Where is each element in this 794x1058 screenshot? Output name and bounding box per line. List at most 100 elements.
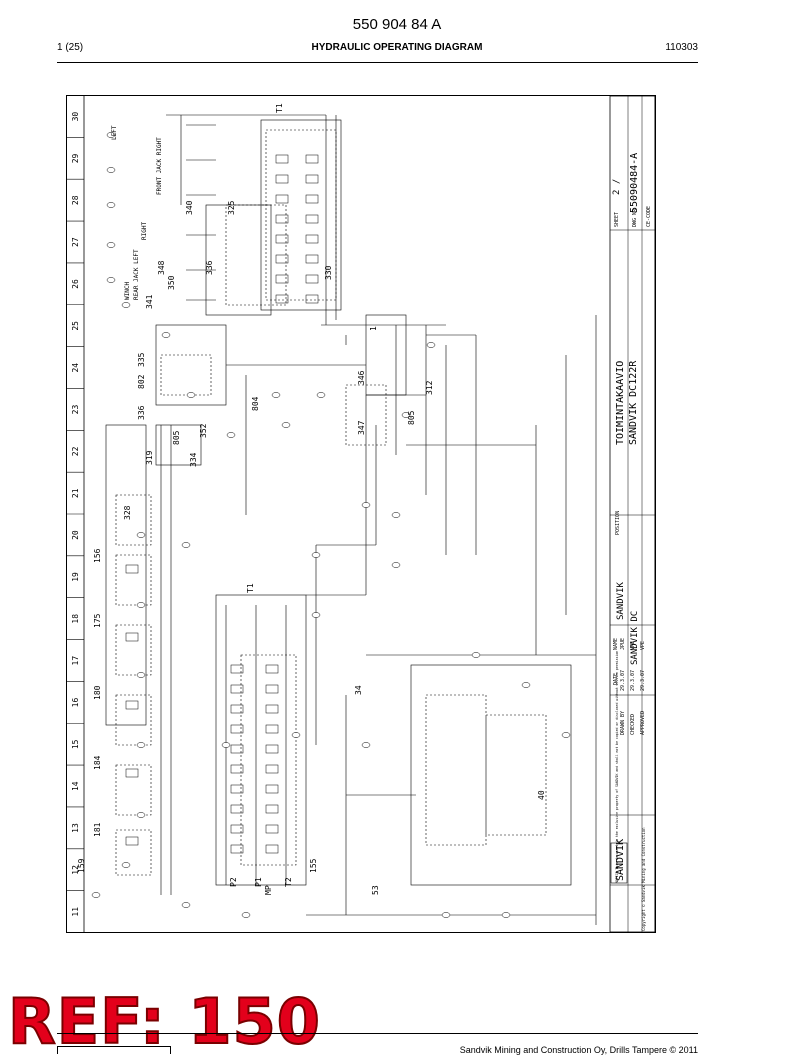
num-184: 184 (93, 755, 102, 770)
line-tag-symbol (106, 277, 116, 283)
valve-symbol (265, 704, 279, 714)
column-label: 24 (71, 363, 80, 373)
label-front-jack-right: FRONT JACK RIGHT (156, 137, 163, 195)
valve-symbol (230, 724, 244, 734)
valve-symbol (305, 214, 319, 224)
valve-symbol (230, 804, 244, 814)
line-tag-symbol (161, 332, 171, 338)
line-tag-symbol (441, 912, 451, 918)
line-tag-symbol (136, 672, 146, 678)
valve-symbol (275, 274, 289, 284)
line-tag-symbol (281, 422, 291, 428)
tb-copyright: Copyright © Sandvik Mining and Construct… (641, 827, 646, 931)
column-label: 28 (71, 195, 80, 205)
num-805b: 805 (407, 410, 416, 425)
footer-text: Sandvik Mining and Construction Oy, Dril… (459, 1045, 698, 1055)
valve-symbol (230, 704, 244, 714)
line-tag-symbol (291, 732, 301, 738)
line-tag-symbol (361, 742, 371, 748)
column-label: 17 (71, 656, 80, 666)
line-tag-symbol (136, 742, 146, 748)
tb-company2: SANDVIK DC (630, 611, 640, 665)
num-350: 350 (167, 275, 176, 290)
num-334: 334 (189, 452, 198, 467)
tb-approved-date: 29.3.07 (640, 670, 646, 691)
num-180: 180 (93, 685, 102, 700)
line-tag-symbol (186, 392, 196, 398)
num-175: 175 (93, 613, 102, 628)
valve-symbol (125, 836, 139, 846)
num-t1-top: T1 (275, 103, 284, 113)
line-tag-symbol (106, 242, 116, 248)
column-label: 30 (71, 112, 80, 122)
line-tag-symbol (426, 342, 436, 348)
line-tag-symbol (316, 392, 326, 398)
tb-drawn-by: DRAWN BY (620, 711, 626, 735)
column-label: 25 (71, 321, 80, 331)
line-tag-symbol (271, 392, 281, 398)
line-tag-symbol (311, 612, 321, 618)
line-tag-symbol (471, 652, 481, 658)
column-label: 29 (71, 153, 80, 163)
label-rear-jack-left: REAR JACK LEFT (133, 249, 140, 300)
line-tag-symbol (121, 302, 131, 308)
valve-symbol (230, 744, 244, 754)
num-347: 347 (357, 420, 366, 435)
valve-symbol (230, 664, 244, 674)
valve-symbol (305, 194, 319, 204)
line-tag-symbol (221, 742, 231, 748)
line-tag-symbol (401, 412, 411, 418)
valve-symbol (265, 804, 279, 814)
valve-symbol (125, 564, 139, 574)
line-tag-symbol (181, 542, 191, 548)
valve-symbol (305, 174, 319, 184)
footer-logo (57, 1046, 171, 1054)
doc-number: 550 904 84 A (352, 16, 442, 33)
num-352: 352 (199, 423, 208, 438)
num-802: 802 (137, 374, 146, 389)
num-156: 156 (93, 548, 102, 563)
valve-symbol (265, 764, 279, 774)
num-336b: 336 (137, 405, 146, 420)
num-325: 325 (227, 200, 236, 215)
num-40: 40 (537, 790, 546, 800)
column-label: 21 (71, 488, 80, 498)
label-rear-jack-right: RIGHT (141, 222, 148, 240)
num-53: 53 (371, 885, 380, 895)
line-tag-symbol (391, 512, 401, 518)
column-label: 11 (71, 907, 80, 917)
column-label: 12 (71, 865, 80, 875)
page-info: 1 (25) (57, 42, 84, 53)
line-tag-symbol (106, 132, 116, 138)
num-t1-mid: T1 (246, 583, 255, 593)
tb-name-col: NAME (613, 638, 619, 650)
line-tag-symbol (136, 532, 146, 538)
label-front-jack-left: LEFT (111, 125, 118, 140)
valve-symbol (230, 784, 244, 794)
valve-symbol (265, 844, 279, 854)
column-label: 20 (71, 530, 80, 540)
footer-rule (57, 1033, 698, 1034)
num-805a: 805 (172, 430, 181, 445)
column-label: 26 (71, 279, 80, 289)
num-335: 335 (137, 352, 146, 367)
tb-approved-name: VPE (640, 641, 646, 650)
num-155: 155 (309, 858, 318, 873)
valve-symbol (125, 632, 139, 642)
ref-stamp: REF: 150 (7, 984, 321, 1058)
tb-drawn-name: JPUE (620, 638, 626, 650)
tb-dwg-label: DWG NR (632, 208, 638, 227)
num-346: 346 (357, 370, 366, 385)
line-tag-symbol (561, 732, 571, 738)
valve-symbol (305, 254, 319, 264)
valve-symbol (265, 824, 279, 834)
tb-sheet-value: 2 / (612, 179, 622, 195)
tb-logo: SANDVIK (615, 839, 626, 881)
tb-notice: NOTICE This document is the exclusive pr… (615, 651, 619, 883)
valve-symbol (265, 684, 279, 694)
valve-symbol (265, 724, 279, 734)
valve-symbol (275, 234, 289, 244)
num-336a: 336 (205, 260, 214, 275)
column-label: 13 (71, 823, 80, 833)
num-340: 340 (185, 200, 194, 215)
